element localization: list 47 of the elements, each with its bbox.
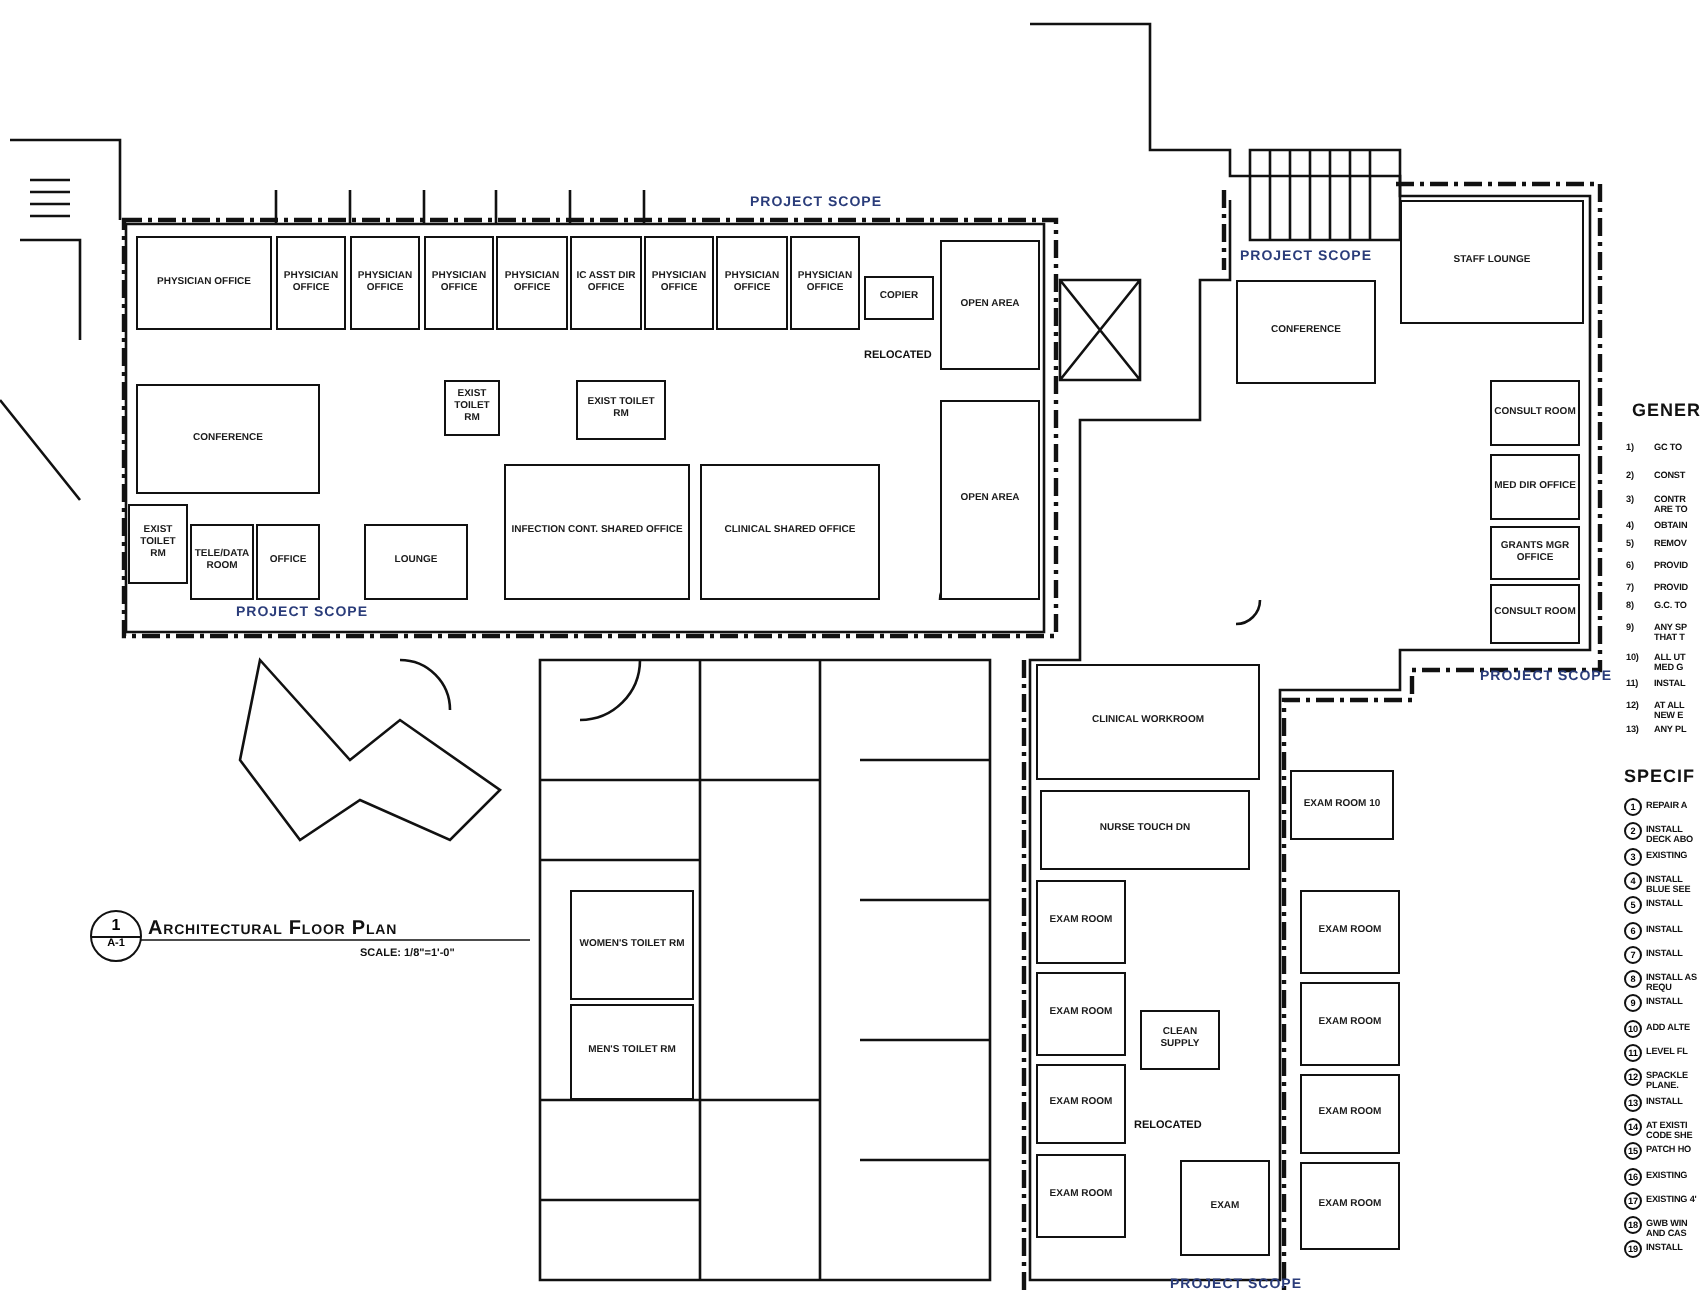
room — [1180, 1160, 1270, 1256]
room — [276, 236, 346, 330]
room — [1400, 200, 1584, 324]
room — [716, 236, 788, 330]
room — [1300, 1162, 1400, 1250]
room — [1140, 1010, 1220, 1070]
room — [576, 380, 666, 440]
notes-heading: GENER — [1632, 400, 1702, 420]
room — [444, 380, 500, 436]
room — [1300, 1074, 1400, 1154]
detail-number: 1 — [109, 917, 123, 933]
room — [136, 384, 320, 494]
room — [570, 1004, 694, 1100]
room — [136, 236, 272, 330]
room — [1490, 454, 1580, 520]
room — [864, 276, 934, 320]
section-marker — [90, 910, 142, 962]
room — [570, 890, 694, 1000]
room — [496, 236, 568, 330]
room — [1236, 280, 1376, 384]
room — [504, 464, 690, 600]
room — [940, 240, 1040, 370]
room — [256, 524, 320, 600]
room — [1490, 526, 1580, 580]
room — [424, 236, 494, 330]
room — [570, 236, 642, 330]
room — [128, 504, 188, 584]
room — [1490, 584, 1580, 644]
room — [1290, 770, 1394, 840]
room — [1036, 1154, 1126, 1238]
room — [644, 236, 714, 330]
room — [190, 524, 254, 600]
room — [940, 400, 1040, 600]
room — [1036, 880, 1126, 964]
room — [1490, 380, 1580, 446]
notes-heading: SPECIF — [1624, 766, 1696, 786]
room — [350, 236, 420, 330]
drawing-title: Architectural Floor Plan — [148, 918, 398, 940]
room — [790, 236, 860, 330]
room — [1300, 890, 1400, 974]
room — [1036, 972, 1126, 1056]
room — [700, 464, 880, 600]
room — [1036, 664, 1260, 780]
room — [1300, 982, 1400, 1066]
room — [364, 524, 468, 600]
room — [1040, 790, 1250, 870]
room — [1036, 1064, 1126, 1144]
